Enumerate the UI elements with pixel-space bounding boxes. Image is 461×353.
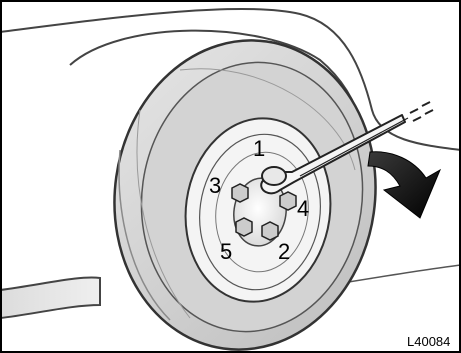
lug-nut-3 bbox=[232, 184, 248, 202]
nut-label-1: 1 bbox=[253, 136, 265, 161]
lug-nut-2 bbox=[262, 222, 278, 240]
nut-label-3: 3 bbox=[209, 173, 221, 198]
nut-label-2: 2 bbox=[278, 239, 290, 264]
lug-nut-4 bbox=[280, 192, 296, 210]
nut-label-4: 4 bbox=[297, 196, 309, 221]
lug-nut-5 bbox=[236, 218, 252, 236]
figure-code: L40084 bbox=[407, 334, 450, 349]
nut-label-5: 5 bbox=[220, 239, 232, 264]
rotation-arrow-icon bbox=[368, 152, 440, 218]
